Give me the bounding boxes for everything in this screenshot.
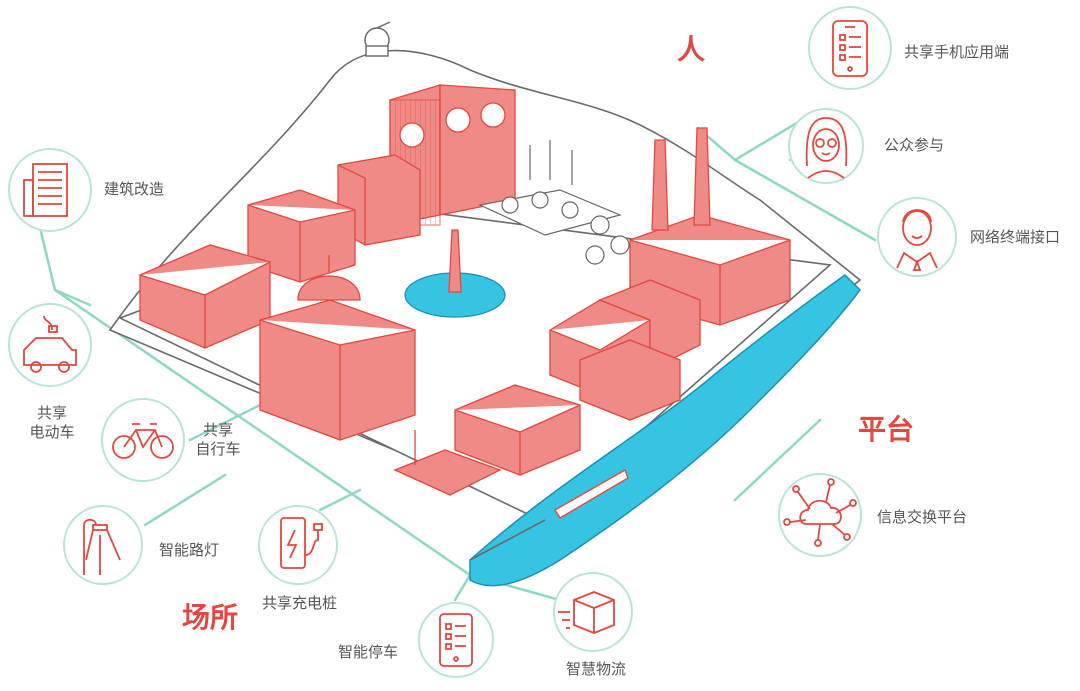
electric-car-icon bbox=[23, 315, 77, 373]
lab-building bbox=[454, 384, 581, 476]
label-shared-ev: 共享 电动车 bbox=[22, 404, 82, 442]
row-houses bbox=[549, 279, 701, 421]
label-shared-charging: 共享充电桩 bbox=[262, 594, 338, 612]
phone-list-icon bbox=[832, 20, 868, 77]
boat bbox=[554, 468, 629, 519]
city-illustration bbox=[108, 21, 862, 587]
category-venues: 场所 bbox=[182, 601, 239, 634]
label-shared-bike-line2: 自行车 bbox=[195, 440, 241, 458]
fountain bbox=[404, 229, 506, 318]
bicycle-icon bbox=[112, 423, 174, 459]
label-shared-bike-line1: 共享 bbox=[202, 421, 233, 439]
label-public-participation: 公众参与 bbox=[884, 136, 945, 154]
woman-avatar-icon bbox=[805, 117, 848, 179]
parking-phone-icon bbox=[439, 613, 473, 667]
label-info-exchange: 信息交换平台 bbox=[877, 508, 968, 526]
label-shared-bike: 共享 自行车 bbox=[188, 421, 248, 459]
label-smart-logistics: 智慧物流 bbox=[566, 660, 627, 678]
cloud-network-icon bbox=[783, 478, 857, 547]
label-network-terminal: 网络终端接口 bbox=[970, 228, 1061, 246]
man-avatar-icon bbox=[896, 209, 938, 271]
category-people: 人 bbox=[677, 33, 706, 66]
label-shared-ev-line1: 共享 bbox=[36, 404, 67, 422]
domed-hall bbox=[259, 255, 416, 441]
charging-pile-icon bbox=[280, 517, 323, 569]
label-phone-app: 共享手机应用端 bbox=[904, 43, 1010, 61]
observatory bbox=[364, 21, 391, 57]
label-smart-streetlight: 智能路灯 bbox=[159, 541, 220, 559]
package-icon bbox=[558, 591, 615, 634]
label-shared-ev-line2: 电动车 bbox=[29, 423, 75, 441]
label-building-retrofit: 建筑改造 bbox=[104, 180, 165, 198]
park bbox=[478, 140, 630, 265]
palace-left bbox=[139, 244, 271, 349]
dock bbox=[393, 430, 502, 496]
helipad-building bbox=[247, 189, 356, 283]
street-light-icon bbox=[83, 518, 121, 575]
label-smart-parking: 智能停车 bbox=[338, 643, 399, 661]
building-icon bbox=[23, 163, 68, 217]
category-platform: 平台 bbox=[858, 413, 915, 446]
